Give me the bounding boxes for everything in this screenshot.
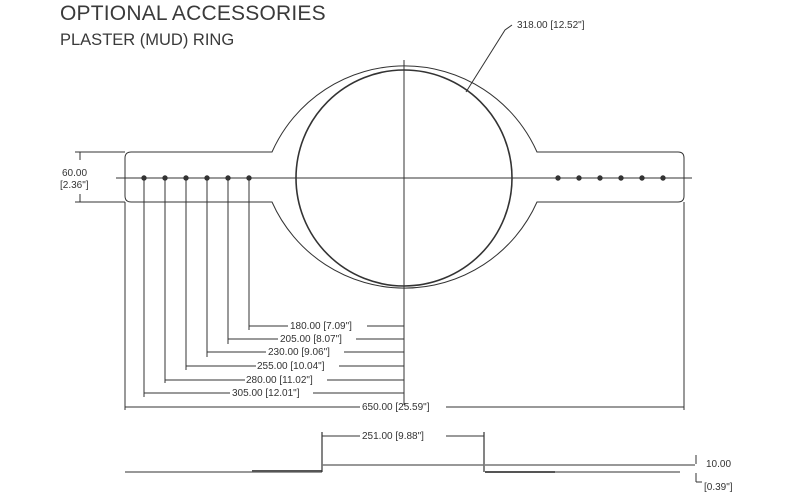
hole-offset-label: 255.00 [10.04"]	[257, 361, 325, 372]
hole-offset-label: 305.00 [12.01"]	[232, 388, 300, 399]
overall-length-label: 650.00 [25.59"]	[362, 402, 430, 413]
side-width-label: 251.00 [9.88"]	[362, 431, 424, 442]
ring-outline	[124, 65, 685, 289]
hole-offset-label: 230.00 [9.06"]	[268, 347, 330, 358]
hole-offset-label: 180.00 [7.09"]	[290, 321, 352, 332]
drawing-title: OPTIONAL ACCESSORIES	[60, 2, 326, 25]
drawing-subtitle: PLASTER (MUD) RING	[60, 31, 235, 49]
diameter-label: 318.00 [12.52"]	[517, 20, 585, 31]
thickness-in: [0.39"]	[704, 482, 733, 493]
hole-offset-label: 205.00 [8.07"]	[280, 334, 342, 345]
thickness-mm: 10.00	[706, 459, 731, 470]
tab-height-in: [2.36"]	[60, 180, 89, 191]
tab-height-mm: 60.00	[62, 168, 87, 179]
hole-offset-label: 280.00 [11.02"]	[246, 375, 313, 386]
